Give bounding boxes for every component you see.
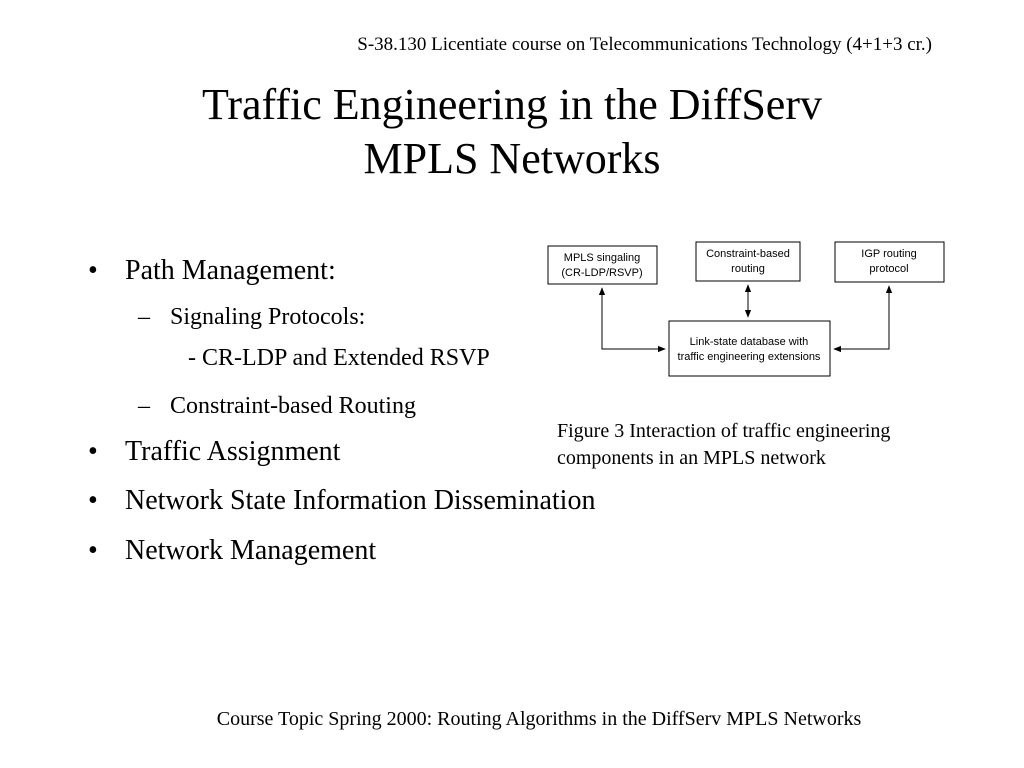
bullet-text: Path Management: — [125, 255, 336, 286]
box-linkstate-label-1: Link-state database with — [690, 336, 809, 348]
box-linkstate-label-2: traffic engineering extensions — [678, 351, 821, 363]
bullet-dot: • — [88, 436, 98, 467]
sub-bullet-dash: – — [138, 304, 150, 330]
arrow-mpls-to-linkstate — [598, 287, 666, 353]
bullet-dot: • — [88, 485, 98, 516]
sub-bullet-text: Signaling Protocols: — [170, 304, 366, 330]
figure-caption: Figure 3 Interaction of traffic engineer… — [557, 418, 890, 472]
slide-title-line-1: Traffic Engineering in the DiffServ — [202, 80, 822, 129]
box-mpls-signaling — [547, 245, 658, 285]
box-igp-routing — [834, 241, 945, 283]
header-course-note: S-38.130 Licentiate course on Telecommun… — [357, 34, 932, 55]
box-constraint-routing — [695, 241, 801, 282]
sub-bullet-text: Constraint-based Routing — [170, 393, 416, 419]
slide-title-line-2: MPLS Networks — [363, 134, 661, 183]
sub-bullet-constraint-routing: –Constraint-based Routing — [138, 393, 416, 420]
bullet-text: Network State Information Dissemination — [125, 485, 596, 516]
bullet-dot: • — [88, 535, 98, 566]
box-igp-label-1: IGP routing — [861, 248, 916, 260]
sub-bullet-dash: – — [138, 393, 150, 419]
figure-caption-line-1: Figure 3 Interaction of traffic engineer… — [557, 420, 891, 442]
slide-footer: Course Topic Spring 2000: Routing Algori… — [216, 708, 862, 730]
box-mpls-label-2: (CR-LDP/RSVP) — [561, 267, 642, 279]
bullet-text: Traffic Assignment — [125, 436, 341, 467]
te-components-diagram: MPLS singaling (CR-LDP/RSVP) Constraint-… — [547, 241, 945, 377]
box-link-state-db — [668, 320, 831, 377]
bullet-text: Network Management — [125, 535, 377, 566]
sub-bullet-signaling-protocols: –Signaling Protocols: — [138, 304, 365, 331]
bullet-path-management: • Path Management: — [88, 255, 336, 287]
sub-sub-bullet-signaling-detail: - CR-LDP and Extended RSVP — [188, 345, 490, 371]
box-constraint-label-1: Constraint-based — [706, 248, 790, 260]
bullet-traffic-assignment: • Traffic Assignment — [88, 436, 340, 468]
bullet-network-state: • Network State Information Dissemination — [88, 485, 595, 517]
box-igp-label-2: protocol — [869, 263, 908, 275]
arrow-igp-to-linkstate — [833, 285, 893, 353]
figure-caption-line-2: components in an MPLS network — [557, 447, 826, 469]
box-constraint-label-2: routing — [731, 263, 765, 275]
box-mpls-label-1: MPLS singaling — [564, 252, 640, 264]
bullet-network-management: • Network Management — [88, 535, 376, 567]
bullet-dot: • — [88, 255, 98, 286]
slide-title: Traffic Engineering in the DiffServ MPLS… — [0, 78, 1024, 186]
